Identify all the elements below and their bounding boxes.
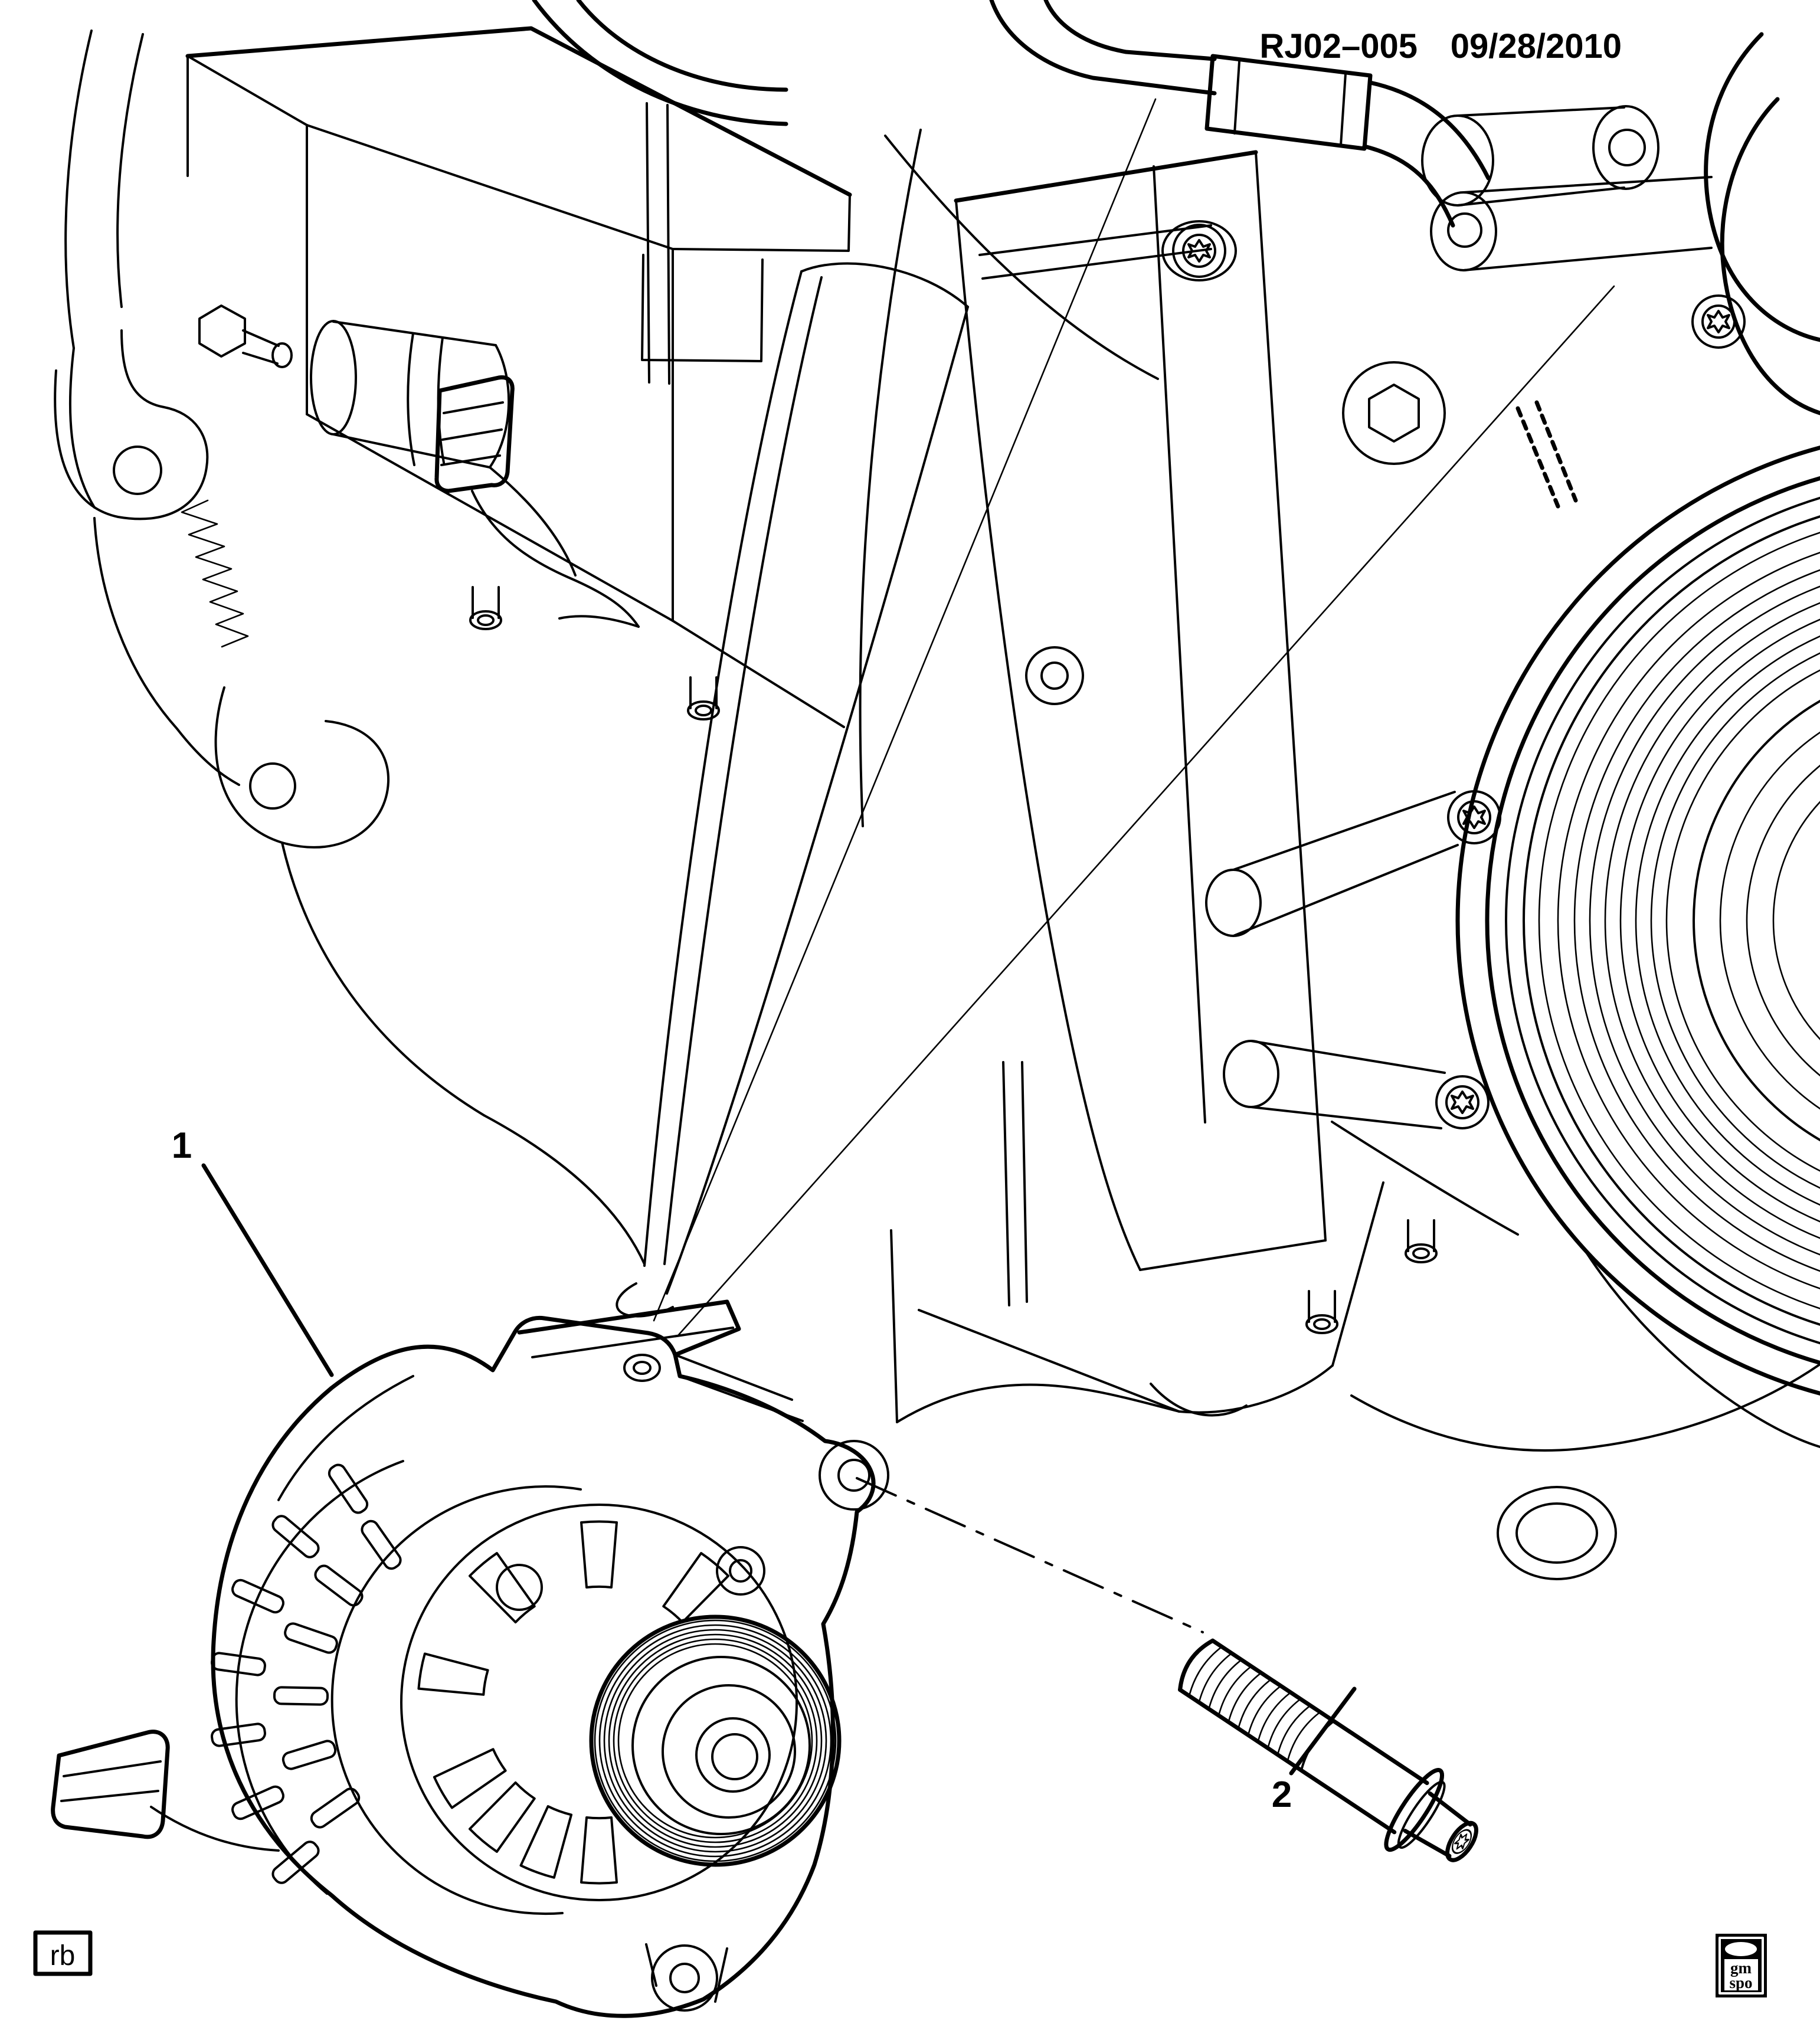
gmspo-logo-line1: gm	[1730, 1959, 1752, 1977]
generator-rear-ear	[674, 1354, 889, 1511]
callout-1: 1	[172, 1125, 334, 1377]
mounting-bolt	[1178, 1638, 1478, 1862]
casting-stamp	[1515, 400, 1578, 509]
gmspo-logo: gm spo	[1716, 1934, 1767, 1997]
engine-assembly	[54, 0, 1820, 1580]
generator-body	[210, 1375, 414, 1895]
location-lines	[653, 98, 1615, 1633]
generator-pulley	[589, 1614, 842, 1867]
flywheel-teeth	[181, 499, 249, 648]
starter-assembly	[198, 304, 577, 577]
gmspo-logo-line2: spo	[1729, 1974, 1752, 1992]
generator-bottom-ear	[645, 1943, 728, 2012]
generator-connector	[51, 1730, 280, 1852]
author-initials-box: rb	[33, 1930, 93, 1976]
engine-left-bracket	[54, 30, 646, 1265]
generator-assembly	[51, 1299, 889, 2018]
engine-front-panel	[185, 26, 852, 728]
author-initials: rb	[50, 1940, 76, 1971]
hoses	[532, 0, 1820, 415]
connector-and-harness	[434, 375, 640, 628]
callout-1-label: 1	[172, 1125, 192, 1166]
drawing-code: RJ02–005	[1259, 27, 1418, 66]
drawing-date: 09/28/2010	[1451, 27, 1622, 66]
generator-front-housing	[330, 1485, 798, 1915]
oil-pan	[890, 1181, 1820, 1580]
title-block: RJ02–005 09/28/2010	[1259, 27, 1622, 66]
callout-2: 2	[1272, 1686, 1357, 1815]
mount-bracket	[954, 105, 1746, 1334]
intake-duct	[616, 129, 1159, 1318]
generator-top-lug	[517, 1299, 741, 1382]
callout-2-label: 2	[1272, 1774, 1292, 1815]
bolt-centerline	[856, 1477, 1204, 1633]
crank-pulley	[1455, 446, 1820, 1396]
